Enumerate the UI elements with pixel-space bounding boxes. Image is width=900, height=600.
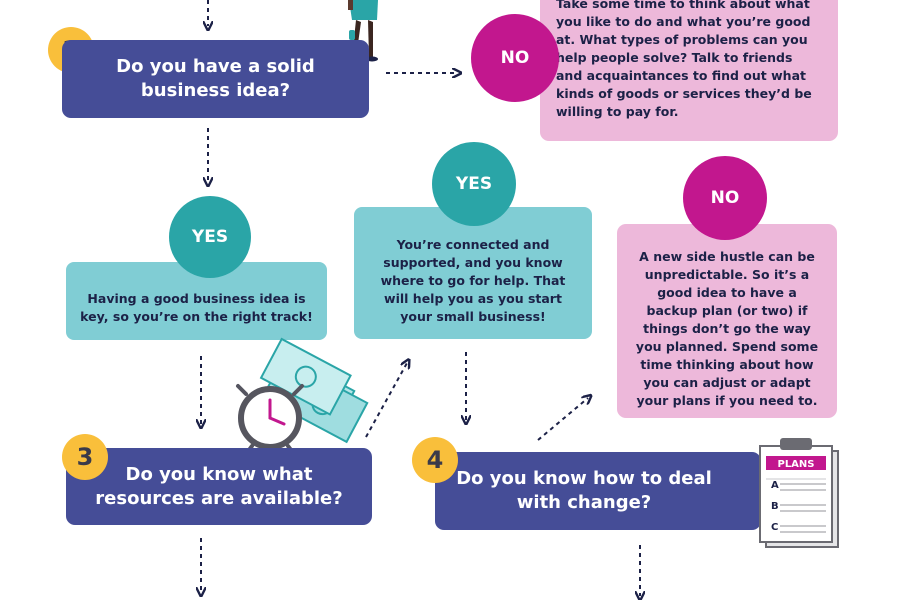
no-circle: NO <box>683 156 767 240</box>
arrow-q4-to-no <box>537 398 588 441</box>
question-text: Do you know how to deal with change? <box>456 468 712 513</box>
response-text: You’re connected and supported, and you … <box>380 237 566 324</box>
no-circle: NO <box>471 14 559 102</box>
response-box-resources-yes: You’re connected and supported, and you … <box>354 207 592 339</box>
arrow-q3-to-yes <box>365 363 407 438</box>
question-box-change: Do you know how to deal with change? <box>435 452 761 530</box>
response-text: A new side hustle can be unpredictable. … <box>635 249 819 408</box>
yes-circle: YES <box>432 142 516 226</box>
step-number-badge: 4 <box>412 437 458 483</box>
response-box-idea-no: Take some time to think about what you l… <box>540 0 838 141</box>
question-box-resources: Do you know what resources are available… <box>66 448 372 525</box>
response-text: Take some time to think about what you l… <box>556 0 812 119</box>
response-box-change-no: A new side hustle can be unpredictable. … <box>617 224 837 418</box>
question-text: Do you have a solid business idea? <box>116 56 315 101</box>
question-box-business-idea: Do you have a solid business idea? <box>62 40 369 118</box>
response-text: Having a good business idea is key, so y… <box>80 291 313 324</box>
step-number-badge: 3 <box>62 434 108 480</box>
yes-circle: YES <box>169 196 251 278</box>
question-text: Do you know what resources are available… <box>95 463 343 509</box>
